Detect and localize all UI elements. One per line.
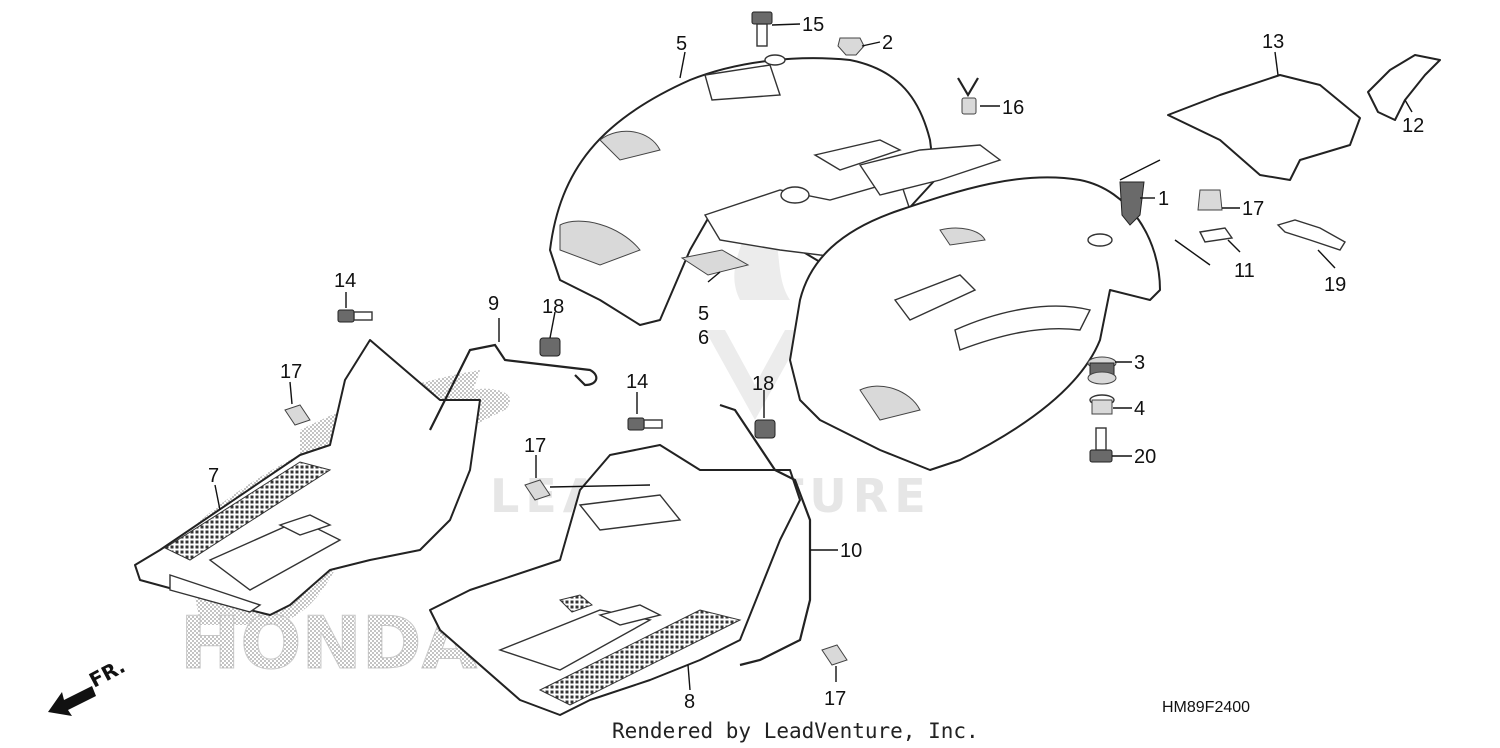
callout-17-right: 17 [1242,198,1264,220]
drawing-code: HM89F2400 [1162,699,1250,716]
hardware-parts [284,11,1441,666]
callout-17-bottom: 17 [824,688,846,710]
wire-stay-9 [429,343,598,431]
callout-5-top: 5 [676,33,687,55]
callout-19: 19 [1324,274,1346,296]
rubber-pad [680,249,750,276]
callout-18-right: 18 [752,373,774,395]
callout-7: 7 [208,465,219,487]
callout-12: 12 [1402,115,1424,137]
callout-15: 15 [802,14,824,36]
callout-8: 8 [684,691,695,713]
left-step-guard [134,339,481,616]
rear-fender [789,144,1161,471]
honda-brand-text: HONDA [180,601,477,685]
callout-14-left: 14 [334,270,356,292]
callout-2: 2 [882,32,893,54]
callout-17-mid: 17 [524,435,546,457]
callout-20: 20 [1134,446,1156,468]
callout-3: 3 [1134,352,1145,374]
callout-5-pad: 5 [698,303,709,325]
callout-labels: 1 2 3 4 5 5 6 7 8 9 10 11 12 13 14 14 15… [208,14,1424,713]
footer-credit: Rendered by LeadVenture, Inc. [612,719,979,743]
callout-1: 1 [1158,188,1169,210]
callout-9: 9 [488,293,499,315]
callout-16: 16 [1002,97,1024,119]
callout-13: 13 [1262,31,1284,53]
rear-cover-panel [1167,74,1361,181]
callout-18-left: 18 [542,296,564,318]
callout-17-left: 17 [280,361,302,383]
right-step-guard [429,444,801,716]
callout-6: 6 [698,327,709,349]
leader-lines [214,23,1413,691]
callout-11: 11 [1234,260,1255,282]
callout-14-right: 14 [626,371,648,393]
callout-10: 10 [840,540,862,562]
callout-4: 4 [1134,398,1145,420]
wire-stay-10 [719,403,812,667]
front-direction-arrow: FR. [48,654,129,716]
